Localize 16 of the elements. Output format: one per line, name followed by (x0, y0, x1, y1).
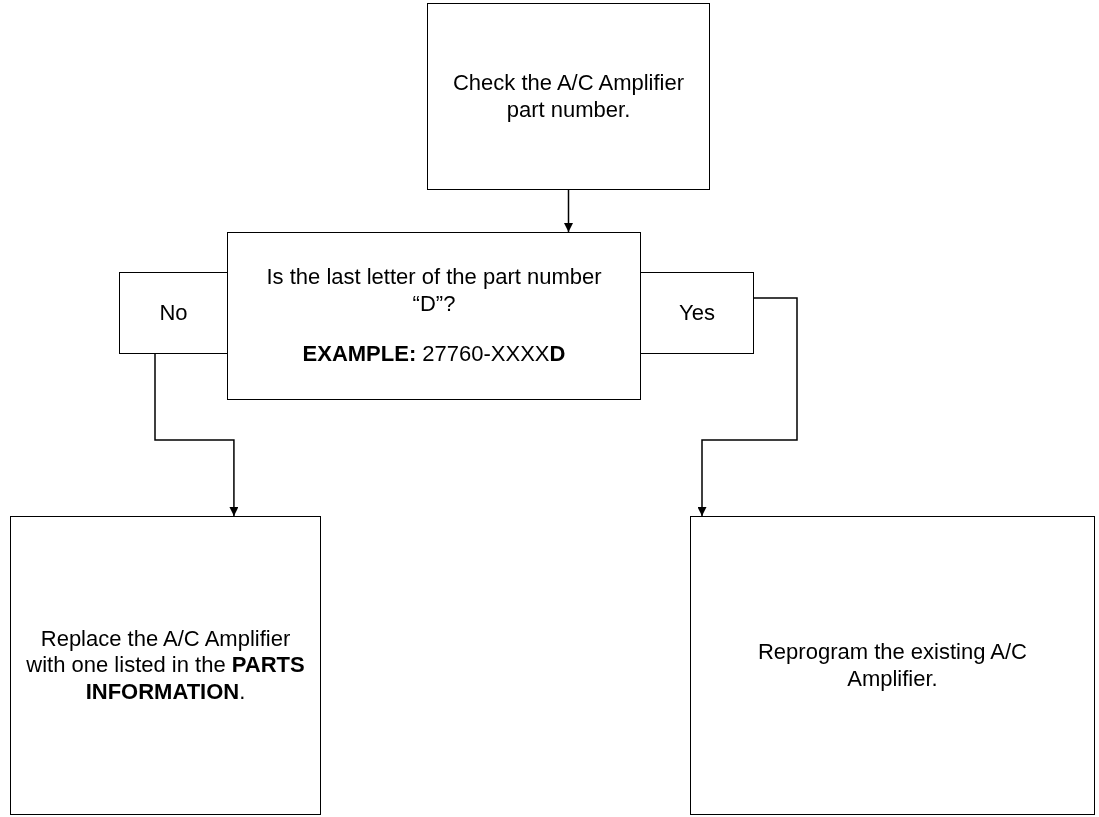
process-box (690, 516, 1095, 815)
box-text: Replace the A/C Amplifier with one listed in the PARTS INFORMATION. (25, 625, 306, 706)
decision-box (227, 232, 641, 400)
arrow (697, 297, 798, 517)
answer-box (640, 272, 754, 354)
box-text: No (159, 299, 188, 327)
process-box (10, 516, 321, 815)
answer-box (119, 272, 228, 354)
box-text: Reprogram the existing A/C Amplifier. (757, 639, 1028, 692)
box-text: Check the A/C Amplifier part number. (451, 70, 686, 123)
box-text: Is the last letter of the part number “D”? (265, 264, 603, 318)
box-text: EXAMPLE: 27760-XXXXD (302, 341, 566, 368)
process-box (427, 3, 710, 190)
arrow (154, 353, 239, 517)
box-text: Yes (679, 299, 715, 327)
arrow (564, 189, 573, 233)
